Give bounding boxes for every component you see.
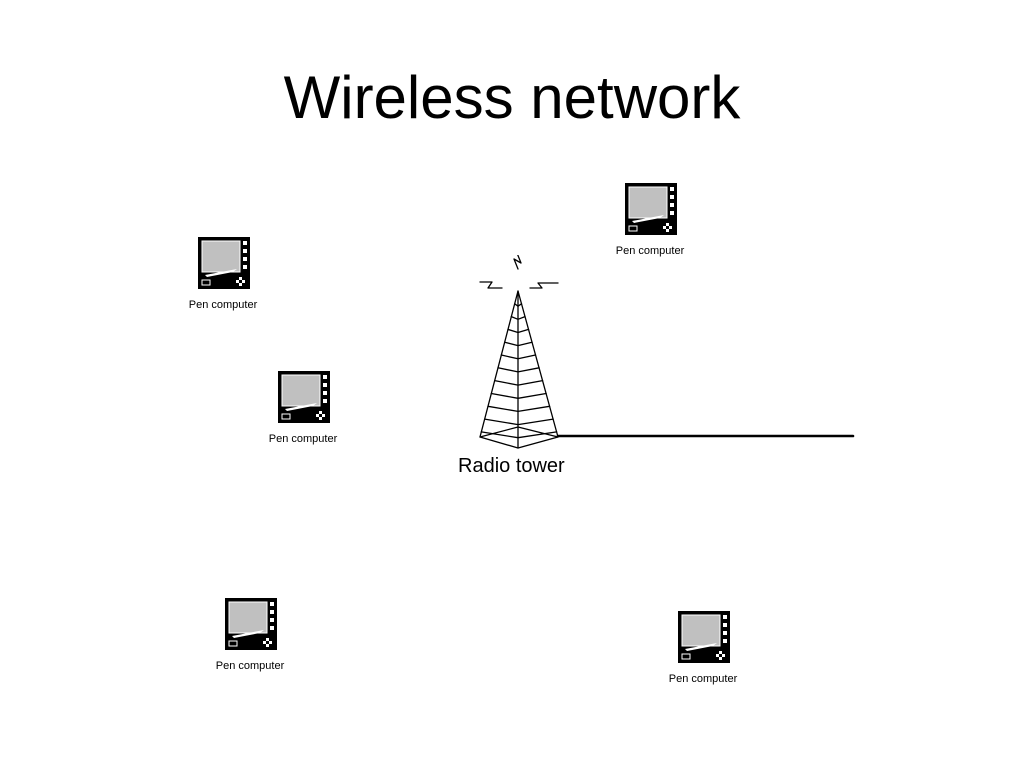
tower-rung — [484, 418, 554, 426]
pen-computer-device: Pen computer — [610, 182, 690, 258]
radio-tower — [470, 252, 870, 485]
tower-rung — [504, 341, 533, 347]
signal-zigzag-right — [529, 282, 559, 289]
signal-zigzag-top — [513, 252, 522, 270]
signal-zigzag-left — [479, 281, 503, 289]
tower-rung — [487, 405, 551, 413]
tower-rung — [490, 392, 547, 399]
pen-computer-label: Pen computer — [268, 433, 338, 445]
tower-rung — [514, 303, 523, 307]
tower-rungs — [480, 303, 558, 439]
pen-computer-icon — [625, 183, 677, 235]
pen-computer-icon — [278, 371, 330, 423]
pen-computer-device: Pen computer — [263, 370, 343, 446]
radio-tower-icon — [479, 252, 855, 449]
pen-computer-device: Pen computer — [663, 610, 743, 686]
pen-computer-label: Pen computer — [215, 660, 285, 672]
tower-rung — [480, 431, 558, 439]
pen-computer-device: Pen computer — [210, 597, 290, 673]
pen-computer-label: Pen computer — [188, 299, 258, 311]
tower-rung — [510, 315, 526, 320]
tower-rung — [494, 379, 544, 386]
pen-computer-device: Pen computer — [183, 236, 263, 312]
pen-computer-icon — [225, 598, 277, 650]
tower-rung — [500, 354, 537, 360]
pen-computer-label: Pen computer — [615, 245, 685, 257]
radio-tower-label: Radio tower — [458, 455, 565, 477]
slide-title: Wireless network — [283, 64, 741, 131]
pen-computer-icon — [198, 237, 250, 289]
pen-computer-icon — [678, 611, 730, 663]
pen-computer-label: Pen computer — [668, 673, 738, 685]
tower-rung — [507, 328, 530, 334]
tower-rung — [497, 367, 540, 373]
